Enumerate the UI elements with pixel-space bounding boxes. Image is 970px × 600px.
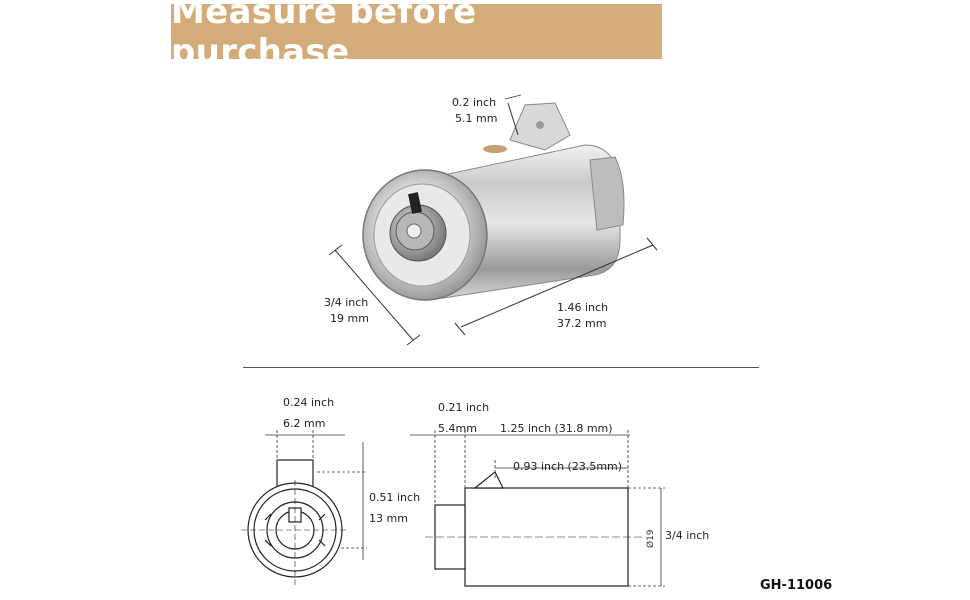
front-key-width-inch: 0.24 inch: [283, 396, 335, 409]
model-code: GH-11006: [760, 578, 833, 593]
front-view: [241, 459, 349, 585]
front-height-inch: 0.51 inch: [369, 491, 421, 504]
front-key-width-mm: 6.2 mm: [283, 417, 326, 430]
diameter-inch-label: 3/4 inch: [324, 296, 369, 309]
length-inch-label: 1.46 inch: [557, 301, 609, 314]
side-view: [425, 471, 645, 587]
front-height-mm: 13 mm: [369, 512, 408, 525]
side-body-length: 1.25 inch (31.8 mm): [500, 422, 613, 435]
side-collar-mm: 5.4mm: [438, 422, 477, 435]
length-mm-label: 37.2 mm: [557, 317, 607, 330]
banner-title: Measure before purchase: [171, 0, 477, 72]
lever-mm-label: 5.1 mm: [455, 112, 498, 125]
technical-drawing: Ø19: [241, 430, 665, 587]
diameter-symbol: Ø19: [645, 529, 656, 548]
side-lever-offset: 0.93 inch (23.5mm): [513, 460, 623, 473]
section-divider: [243, 367, 759, 368]
lever-inch-label: 0.2 inch: [452, 96, 497, 109]
lock-cylinder-photo: [328, 94, 658, 346]
header-banner: Measure before purchase: [171, 0, 662, 72]
side-diameter: 3/4 inch: [665, 529, 710, 542]
side-collar-inch: 0.21 inch: [438, 401, 490, 414]
diameter-mm-label: 19 mm: [330, 312, 369, 325]
